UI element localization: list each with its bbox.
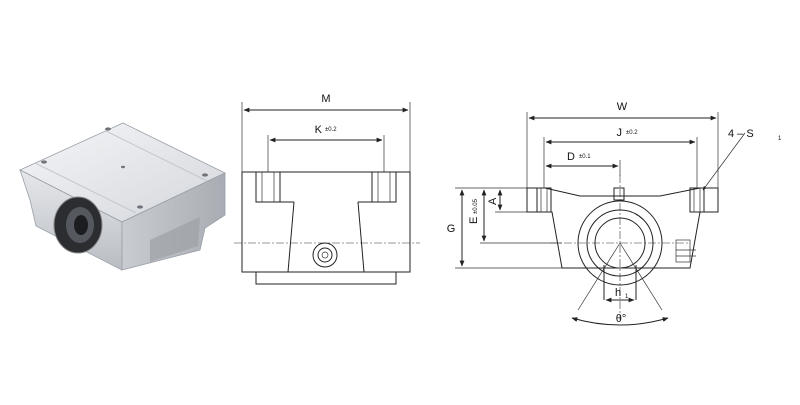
product-render-3d: [19, 122, 226, 271]
dim-label-s-sub: 1: [778, 136, 782, 142]
dim-label-h: h: [615, 287, 621, 299]
dim-tolerance-k: ±0.2: [325, 127, 337, 133]
dim-label-w: W: [617, 101, 628, 113]
dim-tolerance-e: ±0.05: [473, 198, 479, 214]
dim-tolerance-j: ±0.2: [626, 130, 638, 136]
dim-label-a: A: [487, 197, 499, 205]
dim-label-j: J: [617, 127, 623, 139]
dim-label-k: K: [315, 124, 323, 136]
dim-label-e: E: [468, 217, 480, 224]
dim-label-h-sub: 1: [625, 294, 629, 300]
dim-tolerance-d: ±0.1: [579, 154, 591, 160]
front-view-drawing: [455, 112, 746, 326]
dim-label-g: G: [447, 223, 456, 235]
dim-label-d: D: [567, 151, 575, 163]
dim-label-s: 4 – S: [728, 128, 754, 140]
dim-label-m: M: [321, 93, 330, 105]
dim-label-theta: θ°: [616, 313, 627, 325]
side-view-drawing: [234, 102, 420, 285]
